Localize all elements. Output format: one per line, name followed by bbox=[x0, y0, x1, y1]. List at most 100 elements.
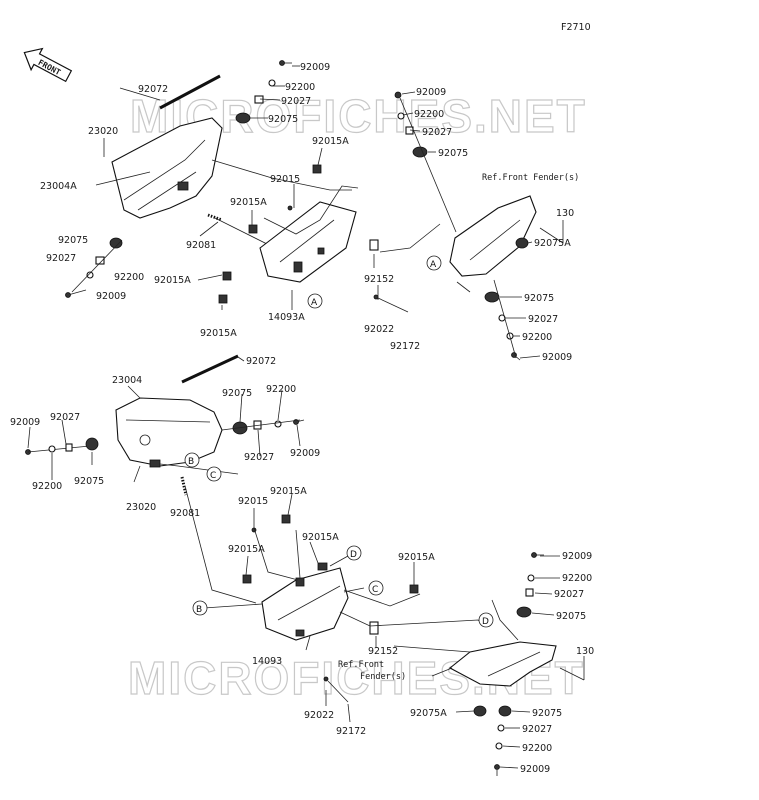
clip-lower-5 bbox=[295, 577, 305, 587]
grommet-stack-lower-right-top bbox=[516, 552, 544, 618]
label-92075-ur: 92075 bbox=[438, 148, 468, 159]
grommet-stack-upper-center bbox=[235, 60, 292, 124]
svg-text:C: C bbox=[210, 471, 216, 481]
label-92200-mr: 92200 bbox=[522, 332, 552, 343]
bracket-14093A bbox=[259, 201, 357, 283]
label-92015-lower: 92015 bbox=[238, 496, 268, 507]
label-92027-lr2: 92027 bbox=[522, 724, 552, 735]
clip-upper-1 bbox=[312, 164, 322, 174]
bracket-14093 bbox=[261, 567, 349, 641]
label-92009-lr1: 92009 bbox=[562, 551, 592, 562]
label-92075-lr1: 92075 bbox=[556, 611, 586, 622]
bolt-lower bbox=[327, 680, 349, 703]
grommet-stack-lower-left bbox=[25, 437, 99, 455]
label-92015A-l3: 92015A bbox=[228, 544, 265, 555]
label-92009-mr: 92009 bbox=[542, 352, 572, 363]
svg-text:D: D bbox=[482, 617, 489, 627]
svg-text:A: A bbox=[311, 298, 318, 308]
label-92200-lc: 92200 bbox=[266, 384, 296, 395]
ref-front-fender-upper: Ref.Front Fender(s) bbox=[482, 173, 579, 183]
label-92009-ul: 92009 bbox=[300, 62, 330, 73]
label-92152-lower: 92152 bbox=[368, 646, 398, 657]
turn-signal-housing-right bbox=[115, 397, 223, 468]
callout-C-upper: C bbox=[206, 466, 222, 482]
leader-lines bbox=[27, 65, 585, 769]
callout-D-mid: D bbox=[346, 545, 362, 561]
bolt-130-upper bbox=[539, 227, 564, 244]
label-92172-upper: 92172 bbox=[390, 341, 420, 352]
clip-lower-1 bbox=[281, 514, 291, 524]
clip-lower-3 bbox=[242, 574, 252, 584]
cable-tie-lower bbox=[181, 354, 239, 384]
label-92075-lr2: 92075 bbox=[532, 708, 562, 719]
label-23020-upper: 23020 bbox=[88, 126, 118, 137]
clip-upper-2 bbox=[248, 224, 258, 234]
label-92015A-u3: 92015A bbox=[154, 275, 191, 286]
callout-B-upper: B bbox=[184, 452, 200, 468]
fender-bracket-lower bbox=[449, 599, 557, 687]
label-92027-lr1: 92027 bbox=[554, 589, 584, 600]
front-arrow-icon: FRONT bbox=[23, 47, 73, 83]
leader-spring-lower bbox=[184, 485, 257, 604]
label-92200-lr1: 92200 bbox=[562, 573, 592, 584]
figure-code: F2710 bbox=[561, 22, 591, 33]
label-92152-upper: 92152 bbox=[364, 274, 394, 285]
label-92075-ul: 92075 bbox=[268, 114, 298, 125]
ref-front-fender-lower-line1: Ref.Front bbox=[338, 660, 384, 670]
clip-lower-2 bbox=[317, 562, 328, 571]
label-92009-ll: 92009 bbox=[10, 417, 40, 428]
label-92072-upper: 92072 bbox=[138, 84, 168, 95]
callout-D-lower: D bbox=[478, 612, 494, 628]
label-92172-lower: 92172 bbox=[336, 726, 366, 737]
label-92075A-upper: 92075A bbox=[534, 238, 571, 249]
spring-upper bbox=[207, 213, 276, 249]
label-92009-ur: 92009 bbox=[416, 87, 446, 98]
label-92015A-l2: 92015A bbox=[302, 532, 339, 543]
bolt-upper bbox=[377, 297, 409, 313]
label-92015A-l4: 92015A bbox=[398, 552, 435, 563]
label-92200-ur: 92200 bbox=[414, 109, 444, 120]
label-92027-ll: 92027 bbox=[50, 412, 80, 423]
label-92027-ur: 92027 bbox=[422, 127, 452, 138]
collar-lower bbox=[369, 621, 379, 635]
clip-lower-4 bbox=[409, 584, 419, 594]
label-23004: 23004 bbox=[112, 375, 142, 386]
grommet-stack-upper-left bbox=[65, 237, 123, 298]
nut-92015-upper bbox=[287, 205, 293, 211]
label-92072-lower: 92072 bbox=[246, 356, 276, 367]
label-92075-lc: 92075 bbox=[222, 388, 252, 399]
label-92200-lr2: 92200 bbox=[522, 743, 552, 754]
cable-tie-upper bbox=[159, 74, 221, 110]
label-92075A-lower: 92075A bbox=[410, 708, 447, 719]
grommet-stack-lower-center bbox=[221, 419, 305, 435]
turn-signal-housing-left bbox=[111, 117, 223, 219]
nut-92022-upper bbox=[373, 294, 379, 300]
svg-text:B: B bbox=[196, 605, 202, 615]
grommet-stack-mid-right bbox=[484, 237, 529, 361]
callout-A-right: A bbox=[426, 255, 442, 271]
part-labels: 92072 92009 92200 92027 92075 23020 2300… bbox=[10, 62, 594, 775]
label-92075-ll: 92075 bbox=[74, 476, 104, 487]
label-92022-upper: 92022 bbox=[364, 324, 394, 335]
label-92009-lc: 92009 bbox=[290, 448, 320, 459]
label-92027-mr: 92027 bbox=[528, 314, 558, 325]
svg-text:A: A bbox=[430, 260, 437, 270]
label-92075-mr: 92075 bbox=[524, 293, 554, 304]
label-92015A-l1: 92015A bbox=[270, 486, 307, 497]
ref-front-fender-lower-line2: Fender(s) bbox=[360, 672, 406, 682]
label-14093: 14093 bbox=[252, 656, 282, 667]
label-130-lower: 130 bbox=[576, 646, 594, 657]
grommet-stack-lower-right-bottom bbox=[473, 705, 512, 776]
callout-C-mid: C bbox=[368, 580, 384, 596]
label-92015-upper: 92015 bbox=[270, 174, 300, 185]
collar-upper bbox=[369, 239, 379, 251]
spring-lower bbox=[180, 476, 188, 496]
label-92027-left: 92027 bbox=[46, 253, 76, 264]
label-92015A-u1: 92015A bbox=[312, 136, 349, 147]
callout-A-upper: A bbox=[307, 293, 323, 309]
label-92200-left: 92200 bbox=[114, 272, 144, 283]
callout-B-lower: B bbox=[192, 600, 208, 616]
label-92009-left: 92009 bbox=[96, 291, 126, 302]
label-92027-lc: 92027 bbox=[244, 452, 274, 463]
